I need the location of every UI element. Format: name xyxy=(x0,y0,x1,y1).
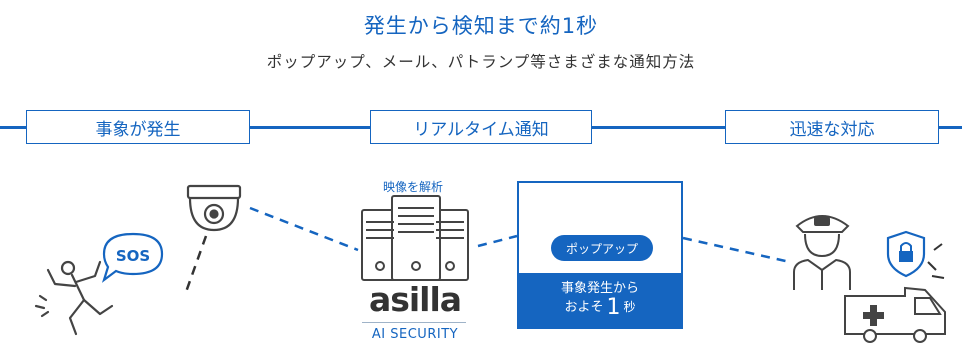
stage-quick-response: 迅速な対応 xyxy=(725,110,939,144)
sos-bubble-icon: SOS xyxy=(101,232,164,283)
falling-person-icon xyxy=(34,260,114,336)
popup-badge: ポップアップ xyxy=(551,235,653,261)
stage-incident-occurs: 事象が発生 xyxy=(26,110,250,144)
server-caption: 映像を解析 xyxy=(382,180,443,194)
page-title: 発生から検知まで約1秒 xyxy=(363,14,599,38)
detection-time-unit: 秒 xyxy=(623,300,636,314)
camera-to-server-link xyxy=(249,206,359,252)
detection-time-number: 1 xyxy=(606,295,621,320)
detection-time-line1: 事象発生から xyxy=(560,281,639,296)
ambulance-icon xyxy=(844,286,946,343)
shield-lock-icon xyxy=(886,230,945,279)
page-subtitle: ポップアップ、メール、パトランプ等さまざまな通知方法 xyxy=(266,53,696,71)
sos-text: SOS xyxy=(116,247,150,265)
brand-divider xyxy=(362,322,466,323)
server-to-alert-link xyxy=(477,234,518,248)
dome-camera-icon xyxy=(186,184,242,232)
camera-to-person-link xyxy=(184,235,208,293)
security-guard-icon xyxy=(793,215,851,290)
detection-time-prefix: およそ xyxy=(564,300,604,315)
flow-dashed-lines xyxy=(184,206,791,293)
stage-realtime-notification: リアルタイム通知 xyxy=(370,110,592,144)
brand-tagline: AI SECURITY xyxy=(371,327,459,342)
alert-to-response-link xyxy=(682,236,791,264)
brand-logo: asilla xyxy=(368,280,462,319)
server-icon xyxy=(361,195,469,281)
